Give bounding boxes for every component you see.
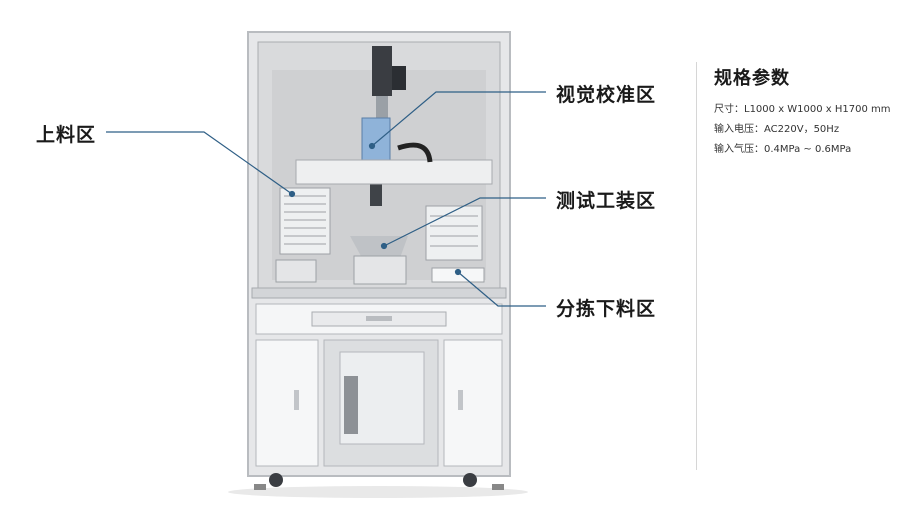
caster-right [463, 473, 477, 487]
callout-sorting: 分拣下料区 [556, 298, 657, 320]
leader-vision [371, 91, 546, 147]
left-door [255, 339, 319, 467]
camera-motor [392, 66, 406, 90]
top-camera [372, 46, 392, 96]
left-conveyor [275, 259, 317, 283]
drawer-handle [366, 316, 392, 321]
leader-loading [106, 131, 293, 195]
spec-air-pressure: 输入气压：0.4MPa ~ 0.6MPa [714, 144, 852, 155]
spec-title: 规格参数 [714, 68, 790, 89]
leader-sorting [457, 271, 546, 307]
leader-dot-fixture [380, 242, 388, 250]
caster-left [269, 473, 283, 487]
left-door-handle [294, 390, 299, 410]
cable-chain [397, 142, 433, 163]
vision-module [361, 117, 391, 163]
gantry-beam [295, 159, 493, 185]
foot-left [254, 484, 266, 490]
floor-shadow [228, 486, 528, 498]
right-door-handle [458, 390, 463, 410]
foot-right [492, 484, 504, 490]
spec-divider [696, 62, 697, 470]
leader-dot-loading [288, 190, 296, 198]
callout-vision: 视觉校准区 [556, 84, 657, 106]
control-unit [344, 376, 358, 434]
work-table [251, 287, 507, 299]
leader-dot-vision [368, 142, 376, 150]
camera-rod [376, 96, 388, 120]
loading-rack [279, 187, 331, 255]
spec-voltage: 输入电压：AC220V，50Hz [714, 124, 840, 135]
spec-size: 尺寸：L1000 x W1000 x H1700 mm [714, 104, 891, 115]
callout-loading: 上料区 [36, 124, 97, 146]
leader-dot-sorting [454, 268, 462, 276]
sorting-rack [425, 205, 483, 261]
right-door [443, 339, 503, 467]
leader-fixture [383, 197, 546, 247]
test-fixture [353, 255, 407, 285]
callout-fixture: 测试工装区 [556, 190, 657, 212]
